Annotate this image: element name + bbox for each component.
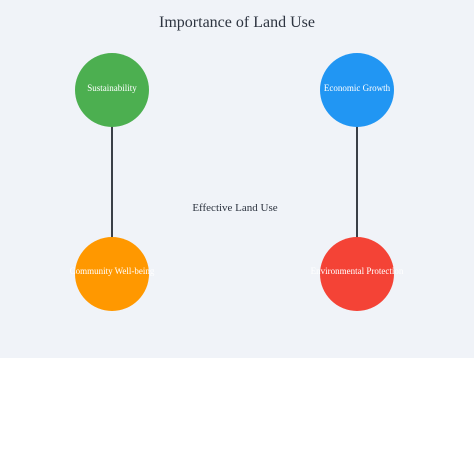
node-community-well-being-label: Community Well-being	[69, 266, 155, 276]
node-environmental-protection[interactable]	[320, 237, 394, 311]
node-sustainability[interactable]	[75, 53, 149, 127]
diagram-background	[0, 0, 474, 358]
center-label: Effective Land Use	[192, 202, 278, 214]
connector-economic-environmental	[356, 126, 358, 238]
diagram-title: Importance of Land Use	[159, 14, 315, 31]
connector-sustainability-community	[111, 126, 113, 238]
node-economic-growth[interactable]	[320, 53, 394, 127]
node-environmental-protection-label: Environmental Protection	[310, 266, 404, 276]
node-community-well-being[interactable]	[75, 237, 149, 311]
node-economic-growth-label: Economic Growth	[323, 83, 391, 93]
node-sustainability-label: Sustainability	[87, 83, 137, 93]
